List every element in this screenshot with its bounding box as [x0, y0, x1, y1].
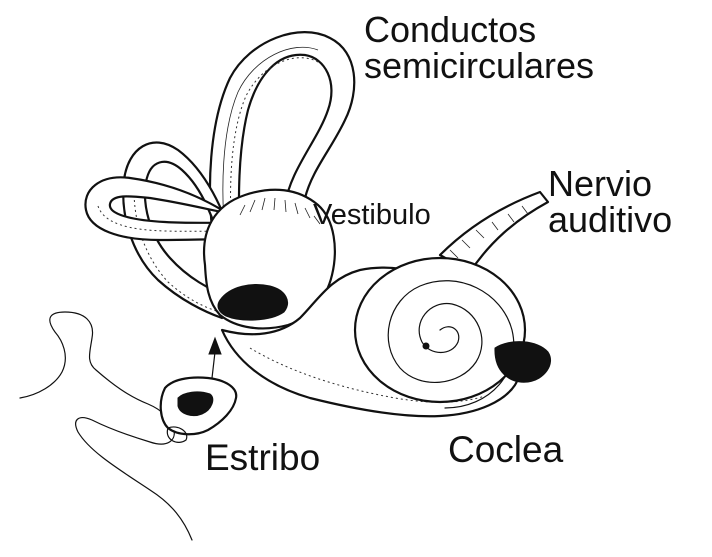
cochlea-spiral — [355, 258, 551, 408]
label-semicircular-line1: Conductos — [364, 9, 536, 50]
label-nerve-line2: auditivo — [548, 199, 672, 240]
stapes-arrow — [209, 338, 221, 378]
label-semicircular-line2: semicirculares — [364, 45, 594, 86]
label-stapes: Estribo — [205, 437, 320, 478]
label-nerve-line1: Nervio — [548, 163, 652, 204]
stapes-bone — [161, 377, 236, 442]
label-vestibule: Vestibulo — [313, 199, 431, 231]
label-cochlea: Coclea — [448, 429, 564, 470]
